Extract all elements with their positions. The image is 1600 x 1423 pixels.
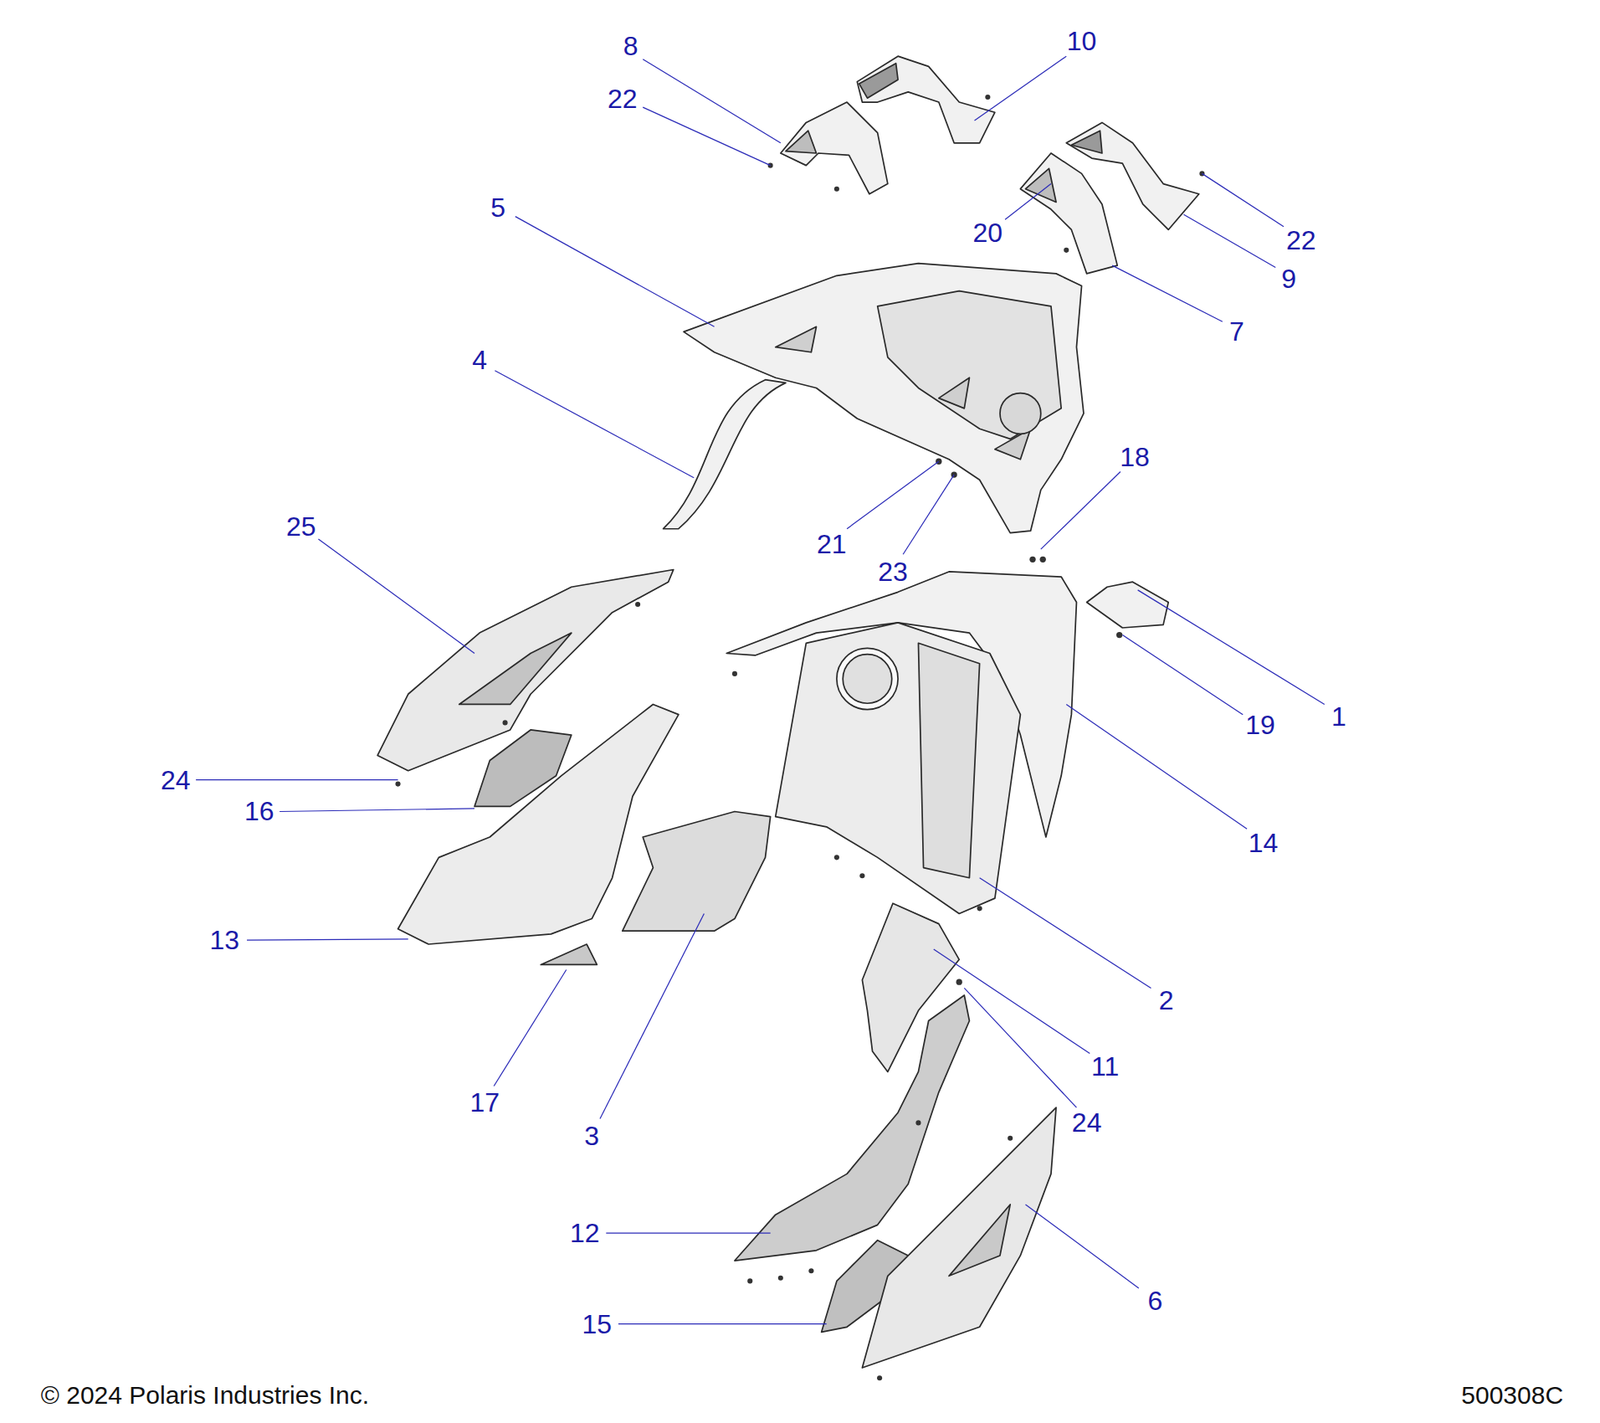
callout-number: 6: [1147, 1287, 1163, 1314]
callout-number: 25: [286, 512, 317, 540]
callout-number: 18: [1119, 443, 1150, 471]
callout-number: 10: [1066, 27, 1098, 55]
callout-number: 7: [1229, 317, 1245, 345]
callout-number: 5: [490, 194, 506, 221]
callout-number: 9: [1281, 265, 1297, 293]
callout-number: 14: [1248, 829, 1279, 857]
callout-number: 24: [160, 766, 191, 794]
callout-number: 1: [1331, 702, 1347, 730]
callout-number: 17: [469, 1088, 500, 1116]
callout-number: 15: [582, 1310, 613, 1338]
callout-number: 16: [244, 797, 275, 825]
callout-number: 22: [607, 85, 638, 113]
callout-number: 13: [209, 926, 240, 954]
callout-number: 2: [1158, 986, 1175, 1014]
callout-number: 19: [1245, 711, 1276, 739]
callout-number: 22: [1286, 226, 1317, 254]
copyright-notice: © 2024 Polaris Industries Inc.: [41, 1382, 370, 1408]
callout-number: 21: [816, 530, 847, 558]
callout-number: 11: [1091, 1052, 1119, 1080]
callout-number: 12: [569, 1219, 600, 1247]
callout-number: 8: [623, 32, 639, 60]
callout-number: 24: [1071, 1108, 1103, 1136]
callout-number: 3: [584, 1122, 600, 1149]
callout-number: 4: [471, 346, 488, 374]
drawing-number: 500308C: [1461, 1382, 1564, 1408]
callout-number: 20: [973, 219, 1004, 247]
callout-number: 23: [877, 558, 908, 585]
